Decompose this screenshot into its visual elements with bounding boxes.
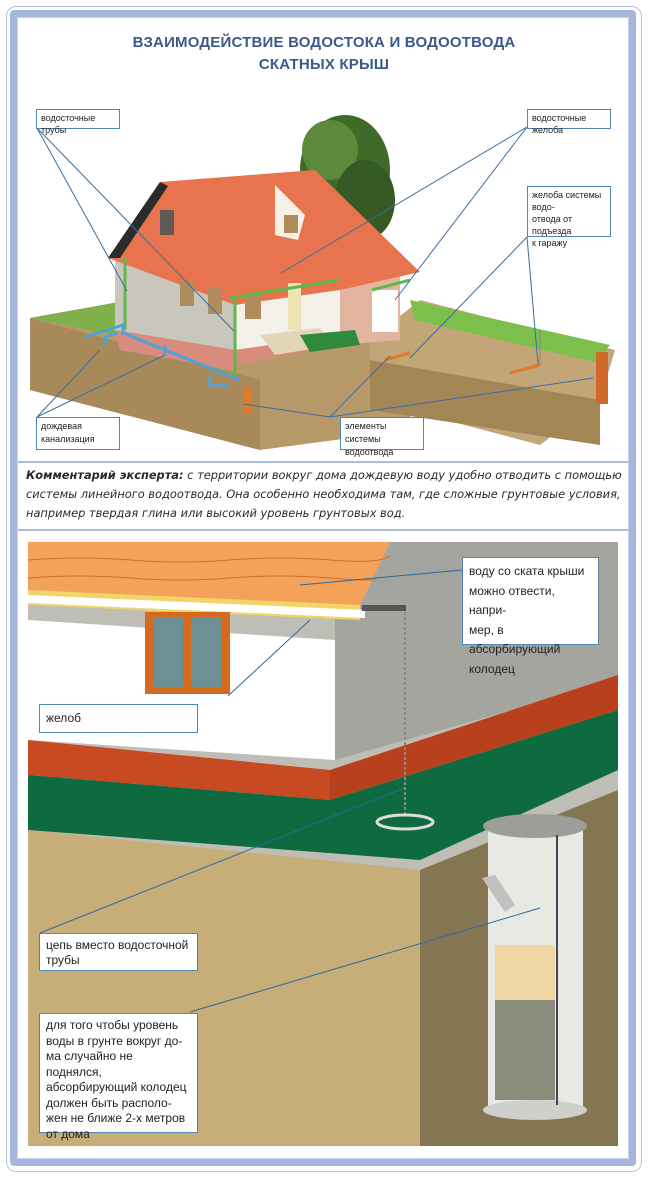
comment-lead: Комментарий эксперта:	[26, 468, 184, 482]
callout-roof-water: воду со ската крыши можно отвести, напри…	[462, 557, 599, 676]
callout-well-line-5: должен быть располо-	[46, 1095, 172, 1110]
callout-downpipes-text: водосточные трубы	[41, 113, 96, 135]
callout-gutter-text: желоб	[46, 711, 81, 725]
callout-well-distance: для того чтобы уровень воды в грунте вок…	[39, 1013, 198, 1141]
callout-rain-sewer: дождевая канализация	[36, 417, 120, 450]
callout-well-line-7: от дома	[46, 1126, 90, 1141]
callout-roof-line-3: мер, в абсорбирующий	[469, 622, 561, 657]
expert-comment: Комментарий эксперта: с территории вокру…	[26, 466, 624, 523]
callout-drainage-line-1: элементы системы	[345, 421, 387, 444]
callout-rain-line-1: дождевая	[41, 421, 82, 431]
callout-well-line-3: ма случайно не поднялся,	[46, 1049, 133, 1079]
callout-rain-line-2: канализация	[41, 434, 95, 444]
callout-well-line-1: для того чтобы уровень	[46, 1018, 179, 1032]
callout-gutter: желоб	[39, 704, 198, 733]
callout-well-line-4: абсорбирующий колодец	[46, 1080, 187, 1094]
callout-lines	[36, 126, 594, 418]
callout-gutters-text: водосточные желоба	[532, 113, 587, 135]
callout-downpipes: водосточные трубы	[36, 109, 120, 135]
callout-roof-line-1: воду со ската крыши	[469, 564, 585, 578]
callout-drainage-line-2: водоотвода	[345, 447, 394, 457]
comment-text: с территории вокруг дома дождевую воду у…	[26, 468, 622, 520]
house-diagram	[18, 95, 630, 460]
separator-bottom	[18, 529, 630, 531]
page-title: ВЗАИМОДЕЙСТВИЕ ВОДОСТОКА И ВОДООТВОДА СК…	[0, 32, 648, 76]
callout-garage-channels: желоба системы водо- отвода от подъезда …	[527, 186, 611, 248]
title-line-1: ВЗАИМОДЕЙСТВИЕ ВОДОСТОКА И ВОДООТВОДА	[132, 34, 516, 51]
callout-drainage-elements: элементы системы водоотвода	[340, 417, 424, 457]
separator-top	[18, 461, 630, 463]
house-illustration	[30, 115, 615, 450]
callout-chain: цепь вместо водосточной трубы	[39, 933, 198, 971]
callout-lines	[39, 569, 541, 1013]
callout-well-line-6: жен не ближе 2-х метров	[46, 1111, 186, 1125]
title-line-2: СКАТНЫХ КРЫШ	[258, 56, 390, 73]
callout-garage-line-2: отвода от подъезда	[532, 214, 573, 236]
callout-garage-line-1: желоба системы водо-	[532, 190, 602, 212]
callout-chain-line-2: трубы	[46, 953, 80, 967]
callout-chain-line-1: цепь вместо водосточной	[46, 938, 189, 952]
callout-roof-line-4: колодец	[469, 661, 515, 676]
callout-garage-line-3: к гаражу	[532, 238, 568, 248]
callout-gutters: водосточные желоба	[527, 109, 611, 135]
callout-roof-line-2: можно отвести, напри-	[469, 583, 555, 618]
callout-well-line-2: воды в грунте вокруг до-	[46, 1033, 183, 1048]
